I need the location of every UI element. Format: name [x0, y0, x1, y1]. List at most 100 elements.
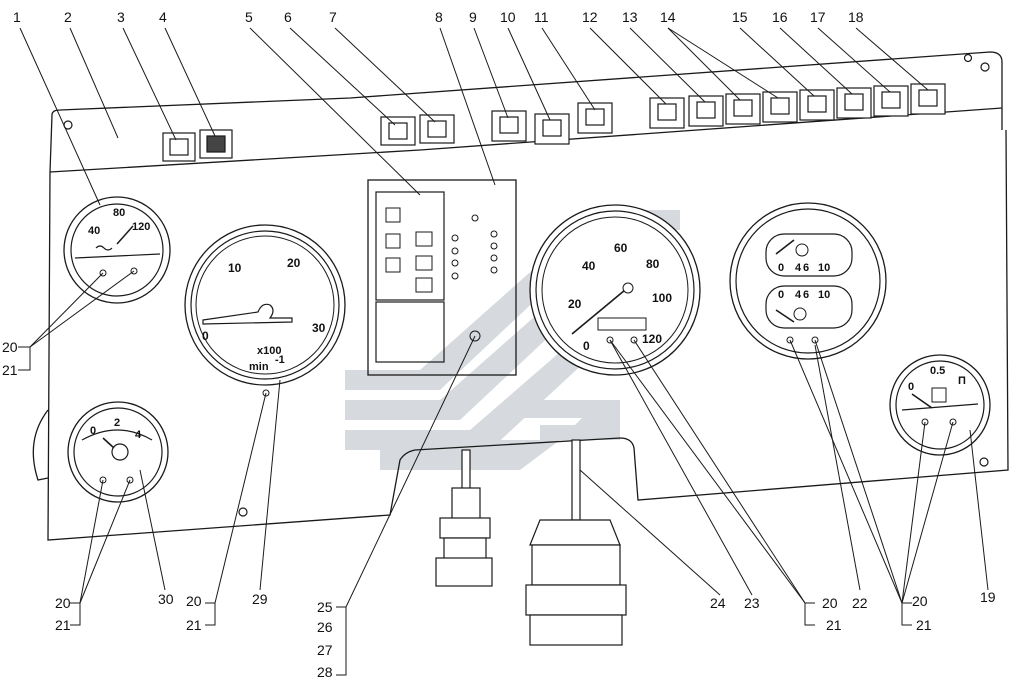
temp-tick-120: 120	[132, 221, 150, 233]
switch-row	[162, 83, 946, 162]
fuel-gauge: 0 0.5 П	[889, 354, 991, 456]
callout-21-a: 21	[2, 362, 18, 378]
tach-unit-multiplier: x100	[257, 345, 281, 357]
callout-9: 9	[469, 9, 477, 25]
tach-tick-10: 10	[228, 261, 242, 275]
tach-tick-30: 30	[312, 321, 326, 335]
air-pressure-gauge: 0 4 6 10 0 4 6 10	[729, 202, 887, 360]
speed-tick-80: 80	[646, 257, 660, 271]
callout-26: 26	[317, 619, 333, 635]
switch-12[interactable]	[649, 97, 685, 129]
air-bottom-tick-4: 4	[795, 289, 802, 301]
oil-tick-2: 2	[114, 417, 120, 429]
switch-14[interactable]	[725, 93, 761, 125]
air-top-tick-6: 6	[803, 262, 809, 274]
callout-3: 3	[117, 9, 125, 25]
callout-20-b: 20	[55, 595, 71, 611]
switch-13[interactable]	[688, 95, 724, 127]
callout-8: 8	[435, 9, 443, 25]
temp-tick-80: 80	[113, 207, 125, 219]
callout-15: 15	[732, 9, 748, 25]
callout-14: 14	[660, 9, 676, 25]
tach-unit-exp: -1	[275, 354, 285, 366]
callout-2: 2	[64, 9, 72, 25]
fuel-pump-icon	[931, 387, 947, 403]
callout-10: 10	[500, 9, 516, 25]
callout-25: 25	[317, 599, 333, 615]
temperature-gauge: 40 80 120	[63, 196, 171, 304]
callout-28: 28	[317, 664, 333, 680]
speedometer: 0 20 40 60 80 100 120	[529, 204, 701, 376]
callout-18: 18	[848, 9, 864, 25]
fuel-tick-full: П	[958, 375, 966, 387]
connectors	[435, 439, 627, 646]
callout-20-d: 20	[822, 595, 838, 611]
switch-7[interactable]	[419, 114, 455, 144]
switch-10[interactable]	[534, 113, 570, 145]
callout-21-c: 21	[186, 617, 202, 633]
speed-tick-100: 100	[652, 291, 672, 305]
switch-4[interactable]	[199, 129, 233, 159]
air-bottom-tick-0: 0	[778, 289, 784, 301]
callout-27: 27	[317, 642, 333, 658]
callout-20-e: 20	[912, 593, 928, 609]
callout-21-b: 21	[55, 617, 71, 633]
tach-tick-0: 0	[202, 329, 209, 343]
callout-23: 23	[744, 595, 760, 611]
switch-11[interactable]	[577, 102, 613, 134]
callout-30: 30	[158, 591, 174, 607]
switch-3[interactable]	[162, 132, 196, 162]
callout-21-e: 21	[916, 617, 932, 633]
switch-16[interactable]	[799, 89, 835, 121]
callout-12: 12	[582, 9, 598, 25]
callout-19: 19	[980, 589, 996, 605]
switch-6[interactable]	[380, 116, 416, 146]
callout-22: 22	[852, 595, 868, 611]
panel-outline	[32, 51, 1009, 541]
switch-17[interactable]	[836, 87, 872, 119]
oil-pressure-gauge: 0 2 4	[67, 401, 169, 503]
warning-light-block	[367, 179, 517, 376]
tach-unit-min: min	[249, 361, 269, 373]
callout-labels: 1 2 3 4 5 6 7 8 9 10 11 12 13 14 15 16 1…	[2, 9, 996, 680]
air-bottom-tick-10: 10	[818, 289, 830, 301]
switch-18[interactable]	[910, 83, 946, 115]
speed-tick-60: 60	[614, 241, 628, 255]
speed-tick-0: 0	[583, 339, 590, 353]
callout-1: 1	[13, 9, 21, 25]
coolant-icon	[95, 245, 113, 251]
switch-17b[interactable]	[873, 85, 909, 117]
oil-tick-4: 4	[135, 429, 142, 441]
callout-6: 6	[284, 9, 292, 25]
tach-tick-20: 20	[287, 256, 301, 270]
callout-20-a: 20	[2, 339, 18, 355]
air-top-tick-4: 4	[795, 262, 802, 274]
air-top-tick-0: 0	[778, 262, 784, 274]
air-top-tick-10: 10	[818, 262, 830, 274]
oil-tick-0: 0	[90, 425, 96, 437]
temp-tick-40: 40	[88, 225, 100, 237]
callout-7: 7	[329, 9, 337, 25]
switch-9[interactable]	[491, 110, 527, 142]
leader-lines	[18, 27, 989, 676]
fuel-tick-half: 0.5	[930, 365, 945, 377]
speed-tick-20: 20	[568, 297, 582, 311]
callout-11: 11	[534, 9, 549, 25]
fuel-tick-0: 0	[908, 381, 914, 393]
callout-5: 5	[245, 9, 253, 25]
callout-24: 24	[710, 595, 726, 611]
speed-tick-40: 40	[582, 259, 596, 273]
tachometer: 0 10 20 30 x100 min -1	[184, 224, 346, 397]
callout-17: 17	[810, 9, 826, 25]
callout-29: 29	[252, 591, 268, 607]
air-bottom-tick-6: 6	[803, 289, 809, 301]
switch-15[interactable]	[762, 91, 798, 123]
speed-tick-120: 120	[642, 332, 662, 346]
callout-16: 16	[772, 9, 788, 25]
callout-4: 4	[159, 9, 167, 25]
callout-20-c: 20	[186, 593, 202, 609]
callout-21-d: 21	[826, 617, 842, 633]
callout-13: 13	[622, 9, 638, 25]
